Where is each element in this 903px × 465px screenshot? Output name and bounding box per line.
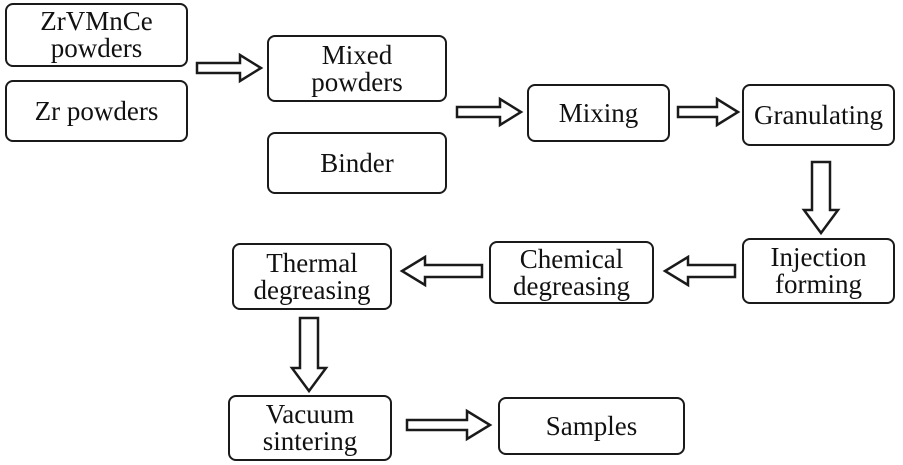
injection-forming-line-2: forming — [775, 269, 862, 299]
samples-box: Samples — [498, 397, 685, 455]
injection-forming-line-1: Injection — [770, 242, 867, 272]
granulating-label: Granulating — [754, 99, 883, 130]
zrvmnce-powders-line-1: ZrVMnCe — [40, 6, 153, 36]
mixing-box: Mixing — [527, 84, 670, 142]
thermal-degreasing-line-1: Thermal — [266, 247, 358, 278]
arrow-to-vacuum-sintering — [289, 316, 329, 394]
mixed-powders-line-2: powders — [311, 66, 403, 97]
zr-powders-label: Zr powders — [34, 95, 159, 126]
vacuum-sintering-line-1: Vacuum — [265, 399, 355, 429]
binder-label: Binder — [320, 147, 394, 178]
arrow-to-chemical-degreasing — [662, 254, 737, 288]
zrvmnce-powders-line-2: powders — [50, 33, 143, 63]
injection-forming-box: Injection forming — [742, 238, 895, 304]
chemical-degreasing-line-2: degreasing — [513, 270, 630, 301]
vacuum-sintering-line-2: sintering — [262, 426, 358, 456]
mixed-powders-line-1: Mixed — [321, 39, 393, 70]
arrow-to-samples — [405, 408, 493, 442]
arrow-to-injection-forming — [801, 160, 841, 236]
chemical-degreasing-line-1: Chemical — [519, 243, 624, 274]
arrow-to-granulating — [676, 96, 741, 128]
arrow-to-thermal-degreasing — [399, 254, 484, 288]
mixed-powders-box: Mixed powders — [267, 35, 447, 102]
samples-label: Samples — [545, 410, 638, 441]
chemical-degreasing-box: Chemical degreasing — [489, 241, 654, 304]
arrow-to-mixed-powders — [195, 52, 264, 84]
thermal-degreasing-box: Thermal degreasing — [232, 243, 392, 310]
zr-powders-box: Zr powders — [5, 80, 188, 142]
zrvmnce-powders-box: ZrVMnCe powders — [5, 3, 188, 67]
vacuum-sintering-box: Vacuum sintering — [228, 395, 392, 461]
thermal-degreasing-line-2: degreasing — [253, 274, 371, 305]
binder-box: Binder — [267, 132, 447, 194]
mixing-label: Mixing — [558, 97, 639, 128]
granulating-box: Granulating — [742, 84, 895, 146]
arrow-to-mixing — [455, 96, 524, 128]
